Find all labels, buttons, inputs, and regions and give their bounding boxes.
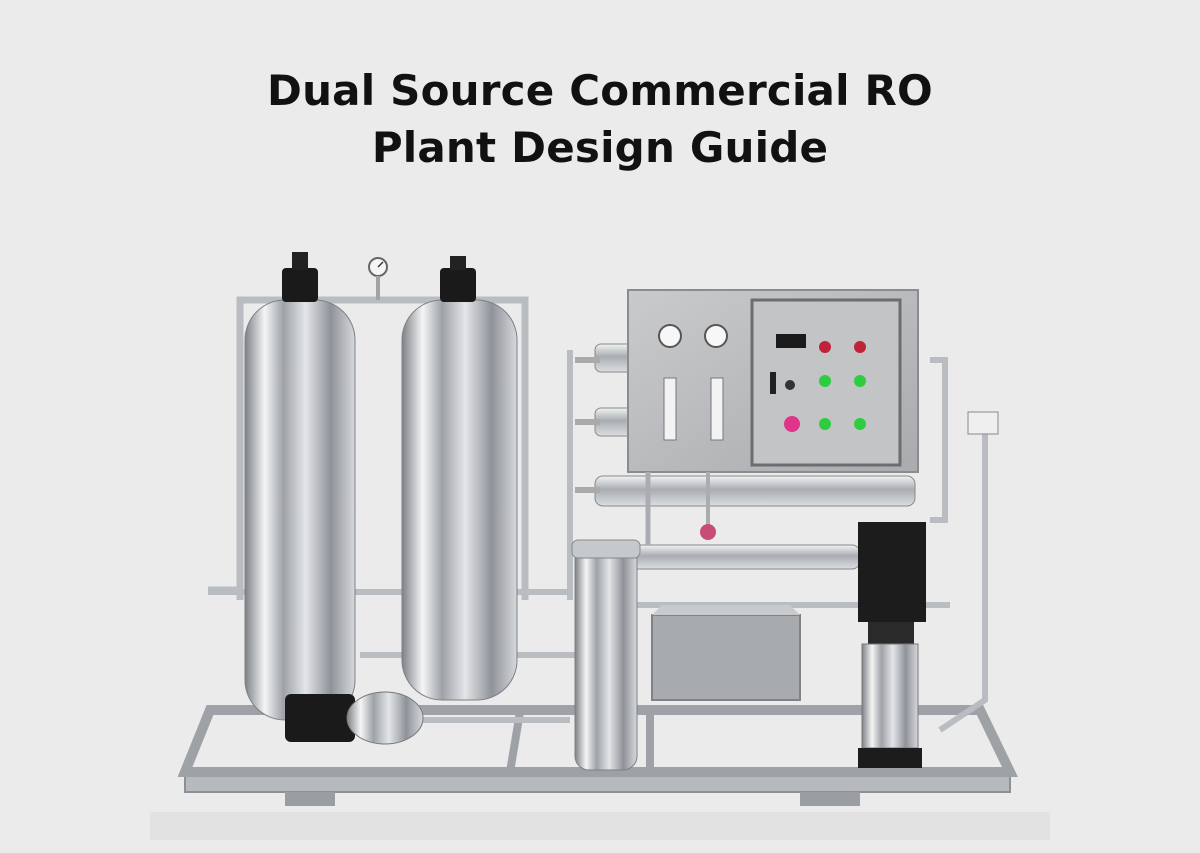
cartridge-filter [571, 539, 641, 771]
title-line-1: Dual Source Commercial RO [267, 66, 933, 115]
page-title: Dual Source Commercial RO Plant Design G… [0, 62, 1200, 176]
dosing-tank [651, 605, 801, 701]
membrane-housings [575, 343, 916, 570]
panel-gauge-icon [658, 324, 728, 348]
control-panel [627, 289, 919, 545]
pressure-switch-icon [967, 411, 999, 435]
feed-pump [285, 691, 424, 745]
indicator-lights [784, 341, 866, 432]
pressure-gauge-icon [368, 257, 388, 300]
floor-shadow [150, 812, 1050, 840]
high-pressure-pump [858, 522, 926, 768]
skid-frame [177, 705, 1018, 806]
filter-vessel-left [244, 252, 356, 721]
title-line-2: Plant Design Guide [371, 123, 829, 172]
flowmeter-icon [663, 377, 724, 441]
filter-vessel-right [401, 256, 518, 701]
